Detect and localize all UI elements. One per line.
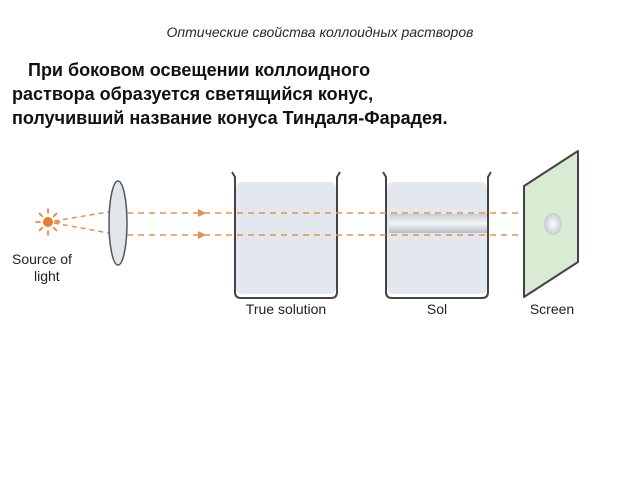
slide-title: Оптические свойства коллоидных растворов — [166, 24, 474, 40]
label-screen: Screen — [530, 301, 574, 317]
lens-icon — [108, 180, 128, 266]
sol-beaker — [382, 171, 492, 299]
label-source-of-light-line1: Source of — [12, 251, 72, 267]
tyndall-cone — [389, 214, 487, 233]
label-source-of-light-line2: light — [34, 268, 60, 284]
body-line-1: При боковом освещении коллоидного — [28, 60, 371, 80]
screen — [523, 150, 579, 298]
parallel-beams — [127, 212, 552, 236]
diverging-beams — [53, 210, 115, 235]
screen-light-spot — [544, 213, 562, 235]
slide-body-text: При боковом освещении коллоидного раство… — [12, 58, 572, 130]
label-true-solution: True solution — [246, 301, 326, 317]
beam-arrow-icons — [198, 209, 206, 239]
true-solution-beaker — [231, 171, 341, 299]
label-sol: Sol — [427, 301, 447, 317]
light-source-icon — [35, 208, 61, 236]
body-line-3: получивший название конуса Тиндаля-Фарад… — [12, 108, 448, 128]
body-line-2: раствора образуется светящийся конус, — [12, 84, 374, 104]
